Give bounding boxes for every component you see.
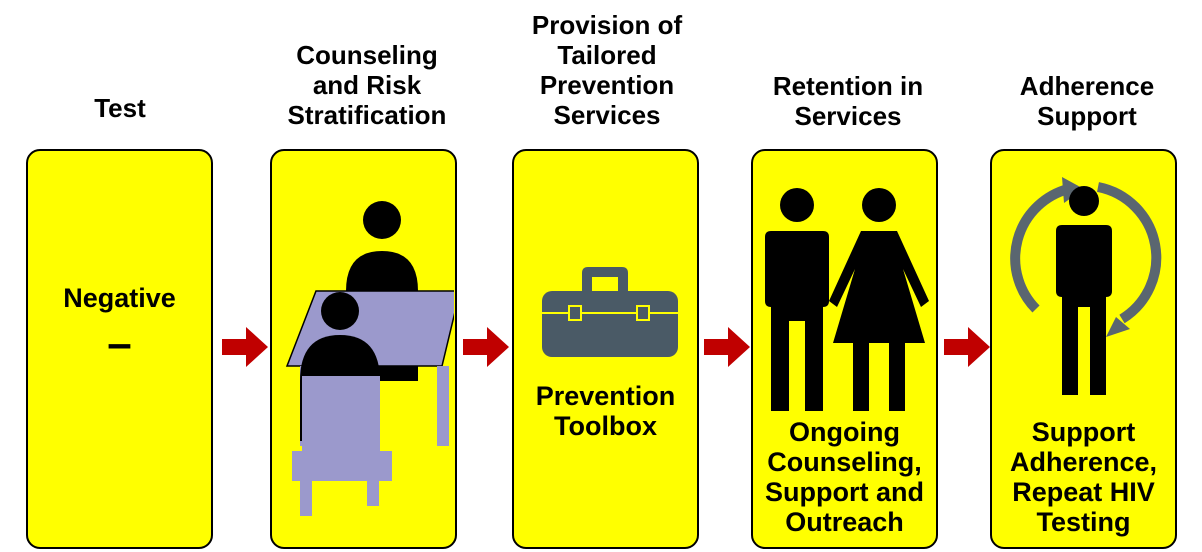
step-5-heading: Adherence Support bbox=[1019, 71, 1155, 131]
step-3-box: Prevention Toolbox bbox=[512, 149, 699, 549]
step-4-box: Ongoing Counseling, Support and Outreach bbox=[751, 149, 938, 549]
step-5-box: Support Adherence, Repeat HIV Testing bbox=[990, 149, 1177, 549]
step-1-result-text: Negative bbox=[63, 283, 176, 313]
step-3-box-text: Prevention Toolbox bbox=[535, 381, 676, 441]
step-4-heading: Retention in Services bbox=[772, 71, 924, 131]
step-4-box-text: Ongoing Counseling, Support and Outreach bbox=[765, 417, 924, 537]
toolbox-icon bbox=[542, 267, 678, 357]
step-1-negative-symbol: – bbox=[107, 319, 132, 368]
step-5-box-text: Support Adherence, Repeat HIV Testing bbox=[1009, 417, 1158, 537]
step-2-heading: Counseling and Risk Stratification bbox=[287, 40, 447, 130]
arrow-2-icon bbox=[463, 327, 509, 367]
counseling-table-icon bbox=[285, 201, 454, 516]
arrow-1-icon bbox=[222, 327, 268, 367]
step-1-heading: Test bbox=[94, 93, 146, 123]
arrow-3-icon bbox=[704, 327, 750, 367]
step-3-heading: Provision of Tailored Prevention Service… bbox=[531, 10, 683, 130]
person-cycle-icon bbox=[1010, 177, 1162, 395]
step-1-box: Negative – bbox=[26, 149, 213, 549]
man-woman-icon bbox=[765, 188, 929, 411]
arrow-4-icon bbox=[944, 327, 990, 367]
step-2-box bbox=[270, 149, 457, 549]
